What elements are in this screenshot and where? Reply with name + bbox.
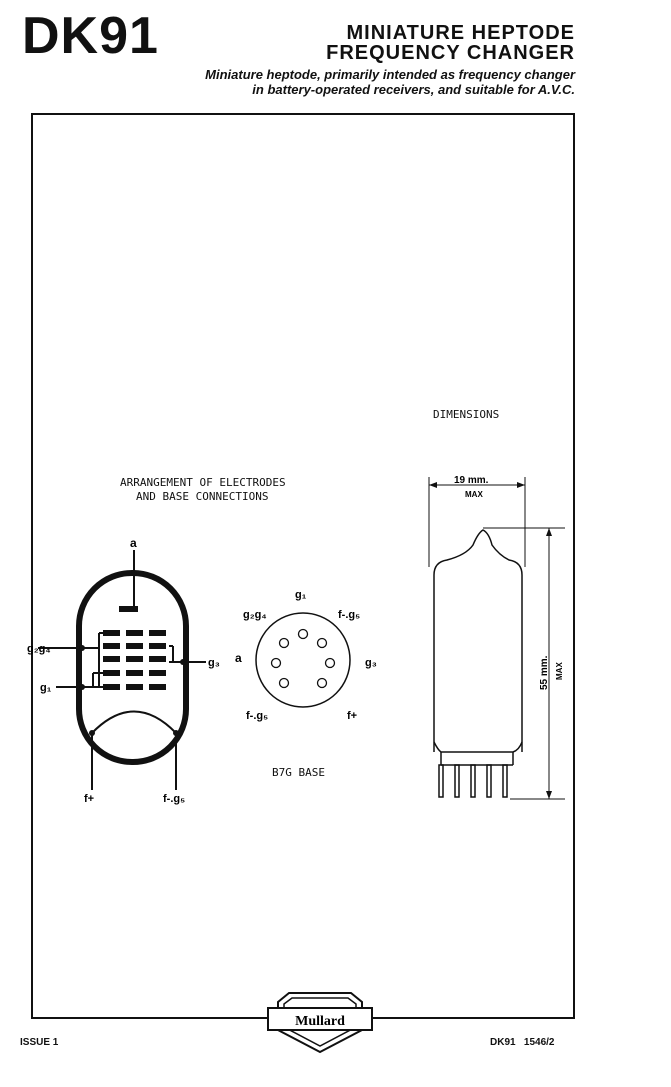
pin-label-f-plus: f+ [84, 793, 94, 805]
base-pins [270, 628, 336, 689]
pin-label-f-minus-g5: f-.g₅ [163, 793, 185, 805]
height-value: 55 mm. [539, 655, 550, 690]
height-qualifier: MAX [555, 662, 564, 680]
pin-label-anode: a [130, 536, 137, 550]
g1-connection [56, 672, 103, 690]
arrangement-line-1: ARRANGEMENT OF ELECTRODES [120, 476, 286, 489]
filament [91, 710, 177, 734]
width-value: 19 mm. [454, 475, 489, 486]
tube-base-seal [433, 741, 523, 753]
pin-label-g1: g₁ [40, 682, 52, 694]
mullard-logo: Mullard [267, 992, 373, 1054]
issue-label: ISSUE 1 [20, 1037, 59, 1048]
tube-envelope [76, 570, 189, 765]
base-pin-f-plus: f+ [347, 710, 357, 722]
tube-glass-outline [433, 529, 523, 752]
logo-text: Mullard [295, 1014, 345, 1029]
width-qualifier: MAX [465, 490, 483, 499]
description-line-2: in battery-operated receivers, and suita… [252, 82, 575, 97]
title-line-2: FREQUENCY CHANGER [326, 42, 575, 64]
pin-label-g2g4: g₂g₄ [27, 643, 51, 655]
dimensions-heading: DIMENSIONS [433, 408, 500, 421]
tube-pins [438, 764, 508, 798]
title-line-1: MINIATURE HEPTODE [346, 22, 575, 44]
electrode-diagram: a g₂g₄ g₃ g₁ f+ f-.g₅ [27, 536, 220, 805]
grid-elements [103, 630, 166, 690]
arrangement-line-2: AND BASE CONNECTIONS [136, 490, 269, 503]
base-pin-g3: g₃ [365, 657, 377, 669]
base-pin-f-minus-g5-bottom: f-.g₅ [246, 710, 268, 722]
description-line-1: Miniature heptode, primarily intended as… [205, 67, 575, 82]
anode-plate [119, 606, 138, 612]
anode-junction [131, 570, 137, 576]
b7g-base-diagram: g₁ g₂g₄ f-.g₅ a g₃ f-.g₅ f+ [235, 589, 377, 722]
base-pin-f-minus-g5-top: f-.g₅ [338, 609, 360, 621]
pin-label-g3: g₃ [208, 657, 220, 669]
type-code: DK91 [22, 7, 159, 65]
tube-outline-drawing: 19 mm. MAX 55 mm. MAX [428, 475, 565, 800]
g3-connection [169, 645, 206, 665]
g2g4-connection [38, 632, 103, 688]
base-pin-g2g4: g₂g₄ [243, 609, 267, 621]
base-type-label: B7G BASE [272, 766, 325, 779]
document-reference: DK91 1546/2 [490, 1037, 555, 1048]
base-outline [255, 612, 351, 708]
base-pin-a: a [235, 651, 242, 665]
base-pin-g1: g₁ [295, 589, 307, 601]
